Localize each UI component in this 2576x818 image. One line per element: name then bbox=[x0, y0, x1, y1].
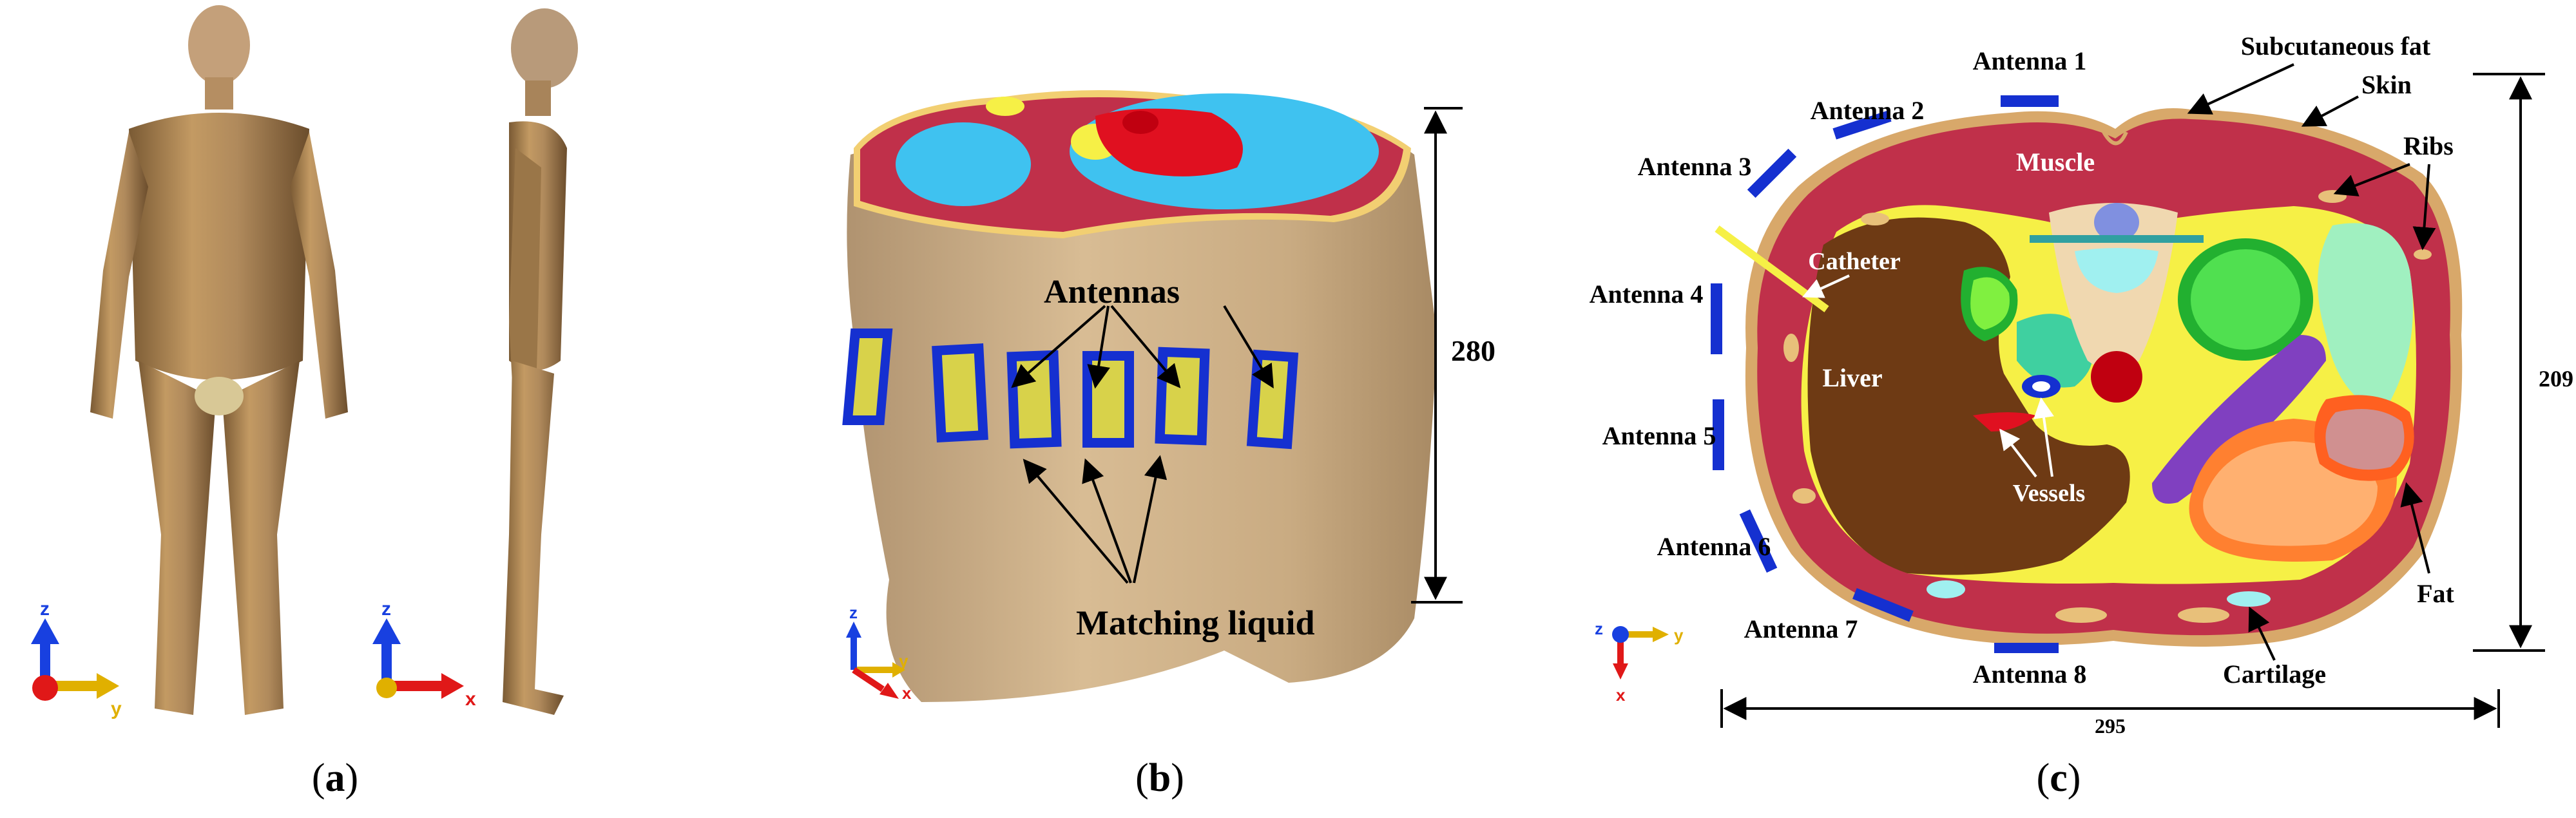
antenna-b-5 bbox=[1155, 347, 1210, 446]
axis-label-z-b: z bbox=[849, 603, 858, 622]
antenna-label-7: Antenna 7 bbox=[1744, 614, 1858, 643]
label-skin: Skin bbox=[2361, 70, 2412, 99]
label-ribs: Ribs bbox=[2403, 131, 2454, 160]
label-cartilage: Cartilage bbox=[2223, 660, 2326, 689]
antenna-b-4 bbox=[1082, 351, 1134, 448]
label-catheter: Catheter bbox=[1808, 248, 1901, 275]
antenna-b-1 bbox=[842, 328, 893, 425]
antenna-c-7 bbox=[1852, 588, 1914, 622]
label-subcutaneous-fat: Subcutaneous fat bbox=[2241, 32, 2431, 61]
axes-c: z y x bbox=[1595, 619, 1684, 705]
axis-label-z-front: z bbox=[40, 598, 50, 620]
label-fat: Fat bbox=[2417, 579, 2454, 608]
height-label-209: 209 bbox=[2539, 366, 2573, 392]
antenna-c-1 bbox=[2001, 95, 2059, 107]
cross-section bbox=[1745, 108, 2463, 647]
axis-label-y-front: y bbox=[111, 698, 122, 719]
antenna-label-1: Antenna 1 bbox=[1973, 46, 2087, 75]
arrow-cartilage bbox=[2248, 606, 2276, 661]
antenna-c-8 bbox=[1994, 643, 2059, 653]
axis-label-y-b: y bbox=[899, 651, 908, 671]
axis-label-z-side: z bbox=[381, 598, 391, 620]
antenna-label-4: Antenna 4 bbox=[1590, 280, 1704, 309]
antenna-c-2 bbox=[1832, 110, 1892, 140]
antennas-leaders bbox=[1011, 305, 1274, 389]
label-liver: Liver bbox=[1822, 363, 1882, 392]
caption-b: (b) bbox=[1135, 756, 1184, 800]
arrow-ribs-1 bbox=[2333, 163, 2410, 196]
arrow-vessels-2 bbox=[2033, 397, 2054, 477]
body-side-illustration bbox=[503, 8, 578, 715]
caption-b-letter: b bbox=[1149, 756, 1171, 800]
liver-region bbox=[1807, 217, 2130, 575]
matching-liquid-label: Matching liquid bbox=[1076, 604, 1315, 642]
antenna-label-5: Antenna 5 bbox=[1602, 421, 1716, 450]
width-dimension-c: 295 bbox=[1720, 689, 2500, 737]
antenna-label-3: Antenna 3 bbox=[1638, 152, 1752, 181]
width-label-295: 295 bbox=[2095, 714, 2126, 737]
caption-a-letter: a bbox=[325, 756, 345, 800]
antenna-label-2: Antenna 2 bbox=[1811, 96, 1925, 125]
height-dimension-c: 209 bbox=[2473, 73, 2573, 652]
caption-c: (c) bbox=[2037, 756, 2081, 800]
arrow-ribs-2 bbox=[2412, 164, 2436, 251]
label-muscle: Muscle bbox=[2016, 147, 2095, 176]
antenna-b-2 bbox=[932, 343, 988, 442]
arrow-vessels-1 bbox=[1999, 428, 2037, 478]
axis-label-z-c: z bbox=[1595, 619, 1603, 638]
antenna-label-8: Antenna 8 bbox=[1973, 660, 2087, 689]
antenna-array-c bbox=[1711, 95, 2059, 653]
antenna-c-4 bbox=[1711, 283, 1722, 354]
liquid-leaders bbox=[1023, 455, 1168, 584]
panel-b: Antennas Matching liquid 280 z y x (b) bbox=[842, 90, 1495, 800]
arrow-catheter bbox=[1802, 274, 1850, 298]
antennas-label: Antennas bbox=[1044, 274, 1180, 310]
caption-a: (a) bbox=[312, 756, 358, 800]
axis-label-y-c: y bbox=[1674, 625, 1684, 645]
axis-label-x-c: x bbox=[1616, 685, 1626, 705]
antenna-b-3 bbox=[1006, 350, 1062, 449]
panel-a: z y z x (a) bbox=[31, 5, 578, 800]
caption-c-letter: c bbox=[2050, 756, 2068, 800]
antenna-c-3 bbox=[1747, 148, 1797, 198]
antenna-label-6: Antenna 6 bbox=[1657, 532, 1771, 561]
antenna-c-6 bbox=[1739, 509, 1778, 573]
axes-b: z y x bbox=[846, 603, 912, 703]
arrow-skin bbox=[2301, 95, 2359, 127]
height-dimension-b: 280 bbox=[1411, 107, 1495, 604]
axis-label-x-side: x bbox=[465, 689, 476, 710]
panel-c: Antenna 1 Antenna 2 Antenna 3 Antenna 4 … bbox=[1590, 32, 2573, 800]
height-label-280: 280 bbox=[1451, 334, 1495, 367]
body-front-illustration bbox=[90, 5, 348, 715]
antenna-c-5 bbox=[1713, 399, 1724, 470]
torso-body bbox=[847, 119, 1437, 703]
antenna-b-6 bbox=[1246, 349, 1299, 450]
arrow-fat bbox=[2400, 482, 2430, 574]
axes-side: z x bbox=[372, 598, 476, 710]
torso-top-section bbox=[854, 90, 1411, 238]
arrow-subcutaneous-fat bbox=[2187, 63, 2294, 115]
axes-front: z y bbox=[31, 598, 122, 719]
axis-label-x-b: x bbox=[902, 683, 912, 703]
label-vessels: Vessels bbox=[2013, 480, 2086, 507]
